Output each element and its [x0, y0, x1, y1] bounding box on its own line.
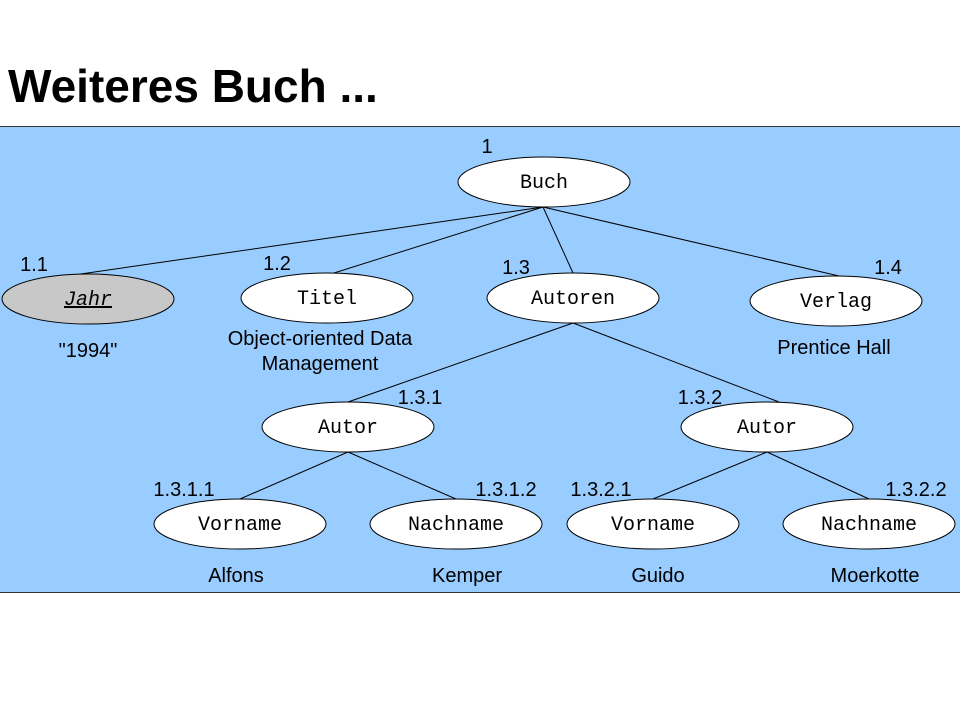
- node-label-titel: Titel: [297, 288, 357, 311]
- edge-autor2-nachname2: [766, 451, 870, 500]
- node-shape-buch: [457, 156, 631, 208]
- node-shape-vorname2: [566, 498, 740, 550]
- node-label-vorname2: Vorname: [611, 514, 695, 537]
- node-label-nachname2: Nachname: [821, 514, 917, 537]
- node-value-nachname2: Moerkotte: [831, 565, 920, 587]
- node-shape-jahr: [1, 273, 175, 325]
- edge-buch-jahr: [66, 206, 544, 277]
- node-id-jahr: 1.1: [20, 254, 48, 276]
- node-jahr: Jahr 1.1 "1994": [1, 254, 175, 362]
- node-id-nachname1: 1.3.1.2: [475, 479, 536, 501]
- edge-autor1-vorname1: [239, 451, 349, 500]
- slide-title: Weiteres Buch ...: [8, 60, 378, 112]
- node-shape-verlag: [749, 275, 923, 327]
- node-id-autor2: 1.3.2: [678, 387, 722, 409]
- edge-autor1-nachname1: [347, 451, 457, 500]
- node-id-verlag: 1.4: [874, 257, 902, 279]
- node-shape-nachname1: [369, 498, 543, 550]
- node-shape-autor1: [261, 401, 435, 453]
- node-label-vorname1: Vorname: [198, 514, 282, 537]
- node-shape-nachname2: [782, 498, 956, 550]
- node-autor2: Autor 1.3.2: [678, 387, 854, 453]
- node-shape-autoren: [486, 272, 660, 324]
- node-value-vorname2: Guido: [631, 565, 684, 587]
- node-value-vorname1: Alfons: [208, 565, 264, 587]
- node-value-jahr: "1994": [59, 340, 118, 362]
- node-buch: Buch 1: [457, 136, 631, 208]
- node-shape-vorname1: [153, 498, 327, 550]
- node-autor1: Autor 1.3.1: [261, 387, 442, 453]
- edge-buch-titel: [333, 206, 544, 274]
- node-id-buch: 1: [481, 136, 492, 158]
- edge-autoren-autor1: [347, 322, 574, 403]
- node-shape-titel: [240, 272, 414, 324]
- node-id-autoren: 1.3: [502, 257, 530, 279]
- node-label-autor2: Autor: [737, 417, 797, 440]
- node-id-vorname1: 1.3.1.1: [153, 479, 214, 501]
- node-shape-autor2: [680, 401, 854, 453]
- node-id-autor1: 1.3.1: [398, 387, 442, 409]
- node-label-buch: Buch: [520, 172, 568, 195]
- node-value-titel-line-1: Object-oriented Data: [228, 328, 413, 350]
- node-value-verlag: Prentice Hall: [777, 337, 890, 359]
- edge-buch-autoren: [542, 206, 574, 274]
- edge-buch-verlag: [542, 206, 840, 277]
- node-id-titel: 1.2: [263, 253, 291, 275]
- node-label-nachname1: Nachname: [408, 514, 504, 537]
- edges-layer: [66, 206, 870, 500]
- edge-autoren-autor2: [572, 322, 780, 403]
- node-id-vorname2: 1.3.2.1: [570, 479, 631, 501]
- edge-autor2-vorname2: [652, 451, 768, 500]
- node-label-jahr: Jahr: [64, 289, 112, 312]
- node-id-nachname2: 1.3.2.2: [885, 479, 946, 501]
- node-value-nachname1: Kemper: [432, 565, 502, 587]
- node-label-autor1: Autor: [318, 417, 378, 440]
- node-label-verlag: Verlag: [800, 291, 872, 314]
- node-value-titel-line-2: Management: [262, 353, 379, 375]
- node-label-autoren: Autoren: [531, 288, 615, 311]
